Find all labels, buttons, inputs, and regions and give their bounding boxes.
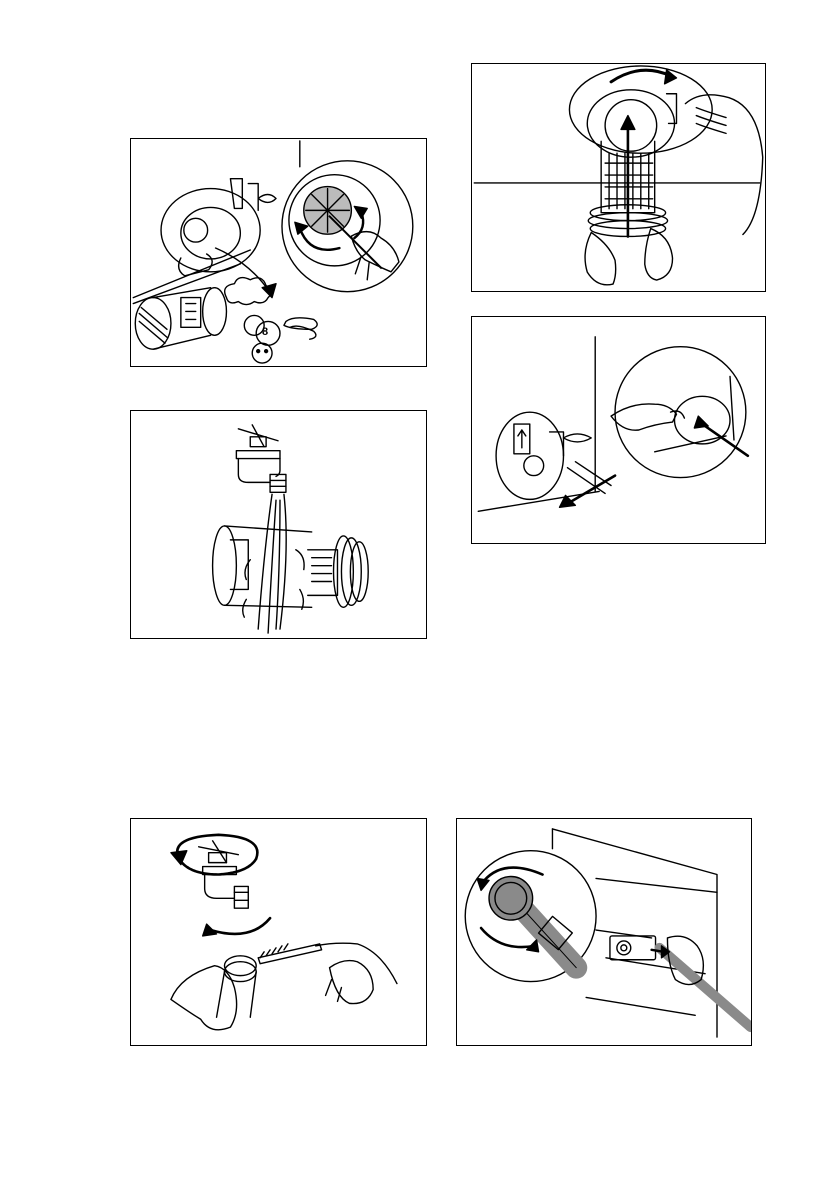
illustration-rinse-filter-under-tap [130, 410, 427, 639]
illustration-clean-tap-thread [130, 818, 427, 1046]
illustration-clean-pump-filter: 8 [130, 138, 427, 367]
illustration-reinsert-filter [471, 63, 766, 292]
coin-label: 8 [262, 326, 268, 338]
illustration-unscrew-inlet-hose [456, 818, 752, 1046]
illustration-close-pump-cover [471, 316, 766, 544]
